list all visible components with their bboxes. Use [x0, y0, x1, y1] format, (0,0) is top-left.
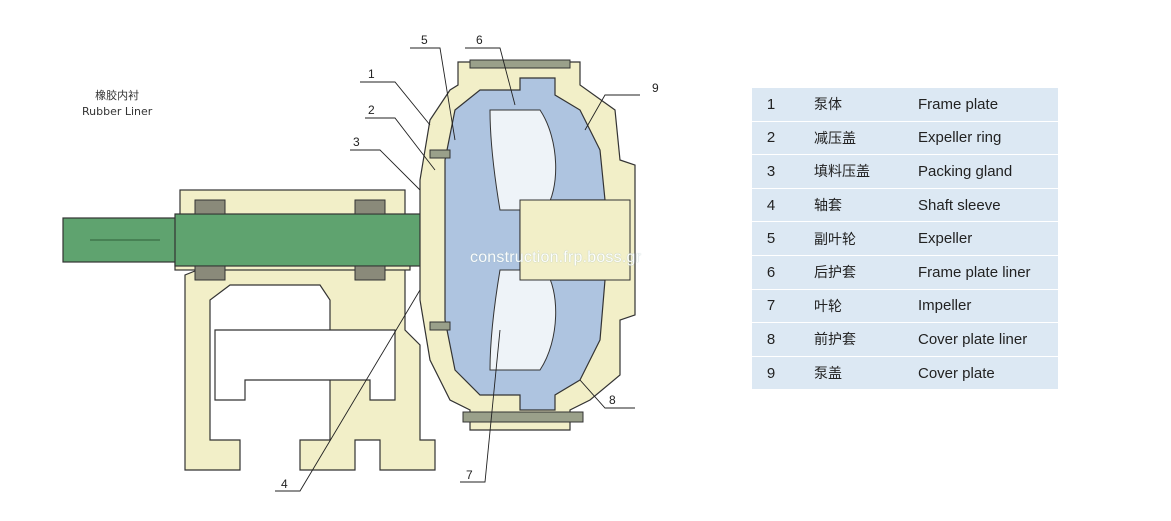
- part-number: 6: [752, 255, 790, 290]
- callout-6: 6: [476, 33, 483, 47]
- part-number: 2: [752, 121, 790, 156]
- part-name-cn: 减压盖: [790, 121, 918, 156]
- callout-9: 9: [652, 81, 659, 95]
- part-number: 4: [752, 188, 790, 223]
- part-name-cn: 填料压盖: [790, 154, 918, 189]
- bearings: [194, 199, 386, 281]
- part-name-cn: 轴套: [790, 188, 918, 223]
- callout-7: 7: [466, 468, 473, 482]
- rubber-liner-label: 橡胶内衬 Rubber Liner: [82, 88, 152, 120]
- part-name-cn: 泵盖: [790, 356, 918, 391]
- pump-cross-section-diagram: 1 2 3 4 5 6 7 8 9: [62, 33, 659, 492]
- callout-1: 1: [368, 67, 375, 81]
- rubber-liner-label-cn: 橡胶内衬: [95, 89, 140, 102]
- part-number: 9: [752, 356, 790, 391]
- callout-lines: [275, 47, 640, 492]
- part-name-cn: 副叶轮: [790, 221, 918, 256]
- callout-3: 3: [353, 135, 360, 149]
- part-name-cn: 泵体: [790, 88, 918, 122]
- part-name-en: Frame plate: [918, 88, 1058, 122]
- impeller: [489, 109, 631, 371]
- part-name-cn: 后护套: [790, 255, 918, 290]
- part-name-cn: 叶轮: [790, 289, 918, 324]
- rubber-liner: [444, 77, 606, 411]
- part-number: 1: [752, 88, 790, 122]
- callout-8: 8: [609, 393, 616, 407]
- part-number: 3: [752, 154, 790, 189]
- part-name-cn: 前护套: [790, 322, 918, 357]
- flange-bolts: [429, 59, 584, 423]
- callout-5: 5: [421, 33, 428, 47]
- part-name-en: Expeller ring: [918, 121, 1058, 156]
- part-name-en: Packing gland: [918, 154, 1058, 189]
- watermark: construction.frp.boss.gr: [470, 249, 642, 266]
- part-name-en: Shaft sleeve: [918, 188, 1058, 223]
- part-name-en: Impeller: [918, 289, 1058, 324]
- part-number: 8: [752, 322, 790, 357]
- part-number: 7: [752, 289, 790, 324]
- part-name-en: Cover plate liner: [918, 322, 1058, 357]
- callout-4: 4: [281, 477, 288, 491]
- part-name-en: Frame plate liner: [918, 255, 1058, 290]
- part-name-en: Cover plate: [918, 356, 1058, 391]
- part-number: 5: [752, 221, 790, 256]
- part-name-en: Expeller: [918, 221, 1058, 256]
- callout-2: 2: [368, 103, 375, 117]
- rubber-liner-label-en: Rubber Liner: [82, 105, 153, 118]
